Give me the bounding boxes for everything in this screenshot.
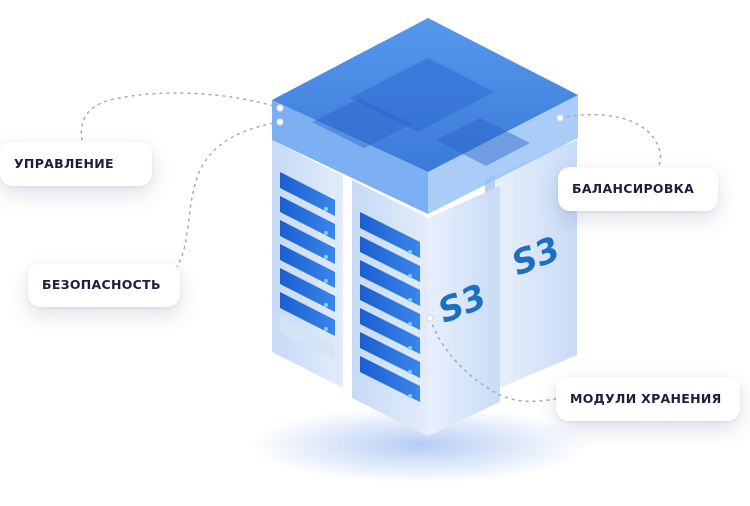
label-balancing: БАЛАНСИРОВКА	[558, 167, 718, 211]
connector-dots	[276, 104, 564, 322]
slot-lights	[324, 207, 412, 398]
label-storage-modules: МОДУЛИ ХРАНЕНИЯ	[556, 377, 740, 421]
right-rack-front	[495, 140, 577, 390]
middle-rack-slots	[360, 212, 420, 402]
ground-shadow	[250, 407, 590, 483]
top-cover-right	[428, 95, 578, 214]
connector-dot-icon	[276, 118, 284, 126]
connectors	[80, 92, 662, 403]
top-tile-2	[312, 98, 412, 148]
connector-dot-icon	[426, 314, 434, 322]
left-rack-slots	[280, 172, 335, 360]
connector-dot-icon	[556, 114, 564, 122]
connector-security	[175, 121, 281, 269]
connector-balancing	[559, 113, 662, 173]
connector-dot-icon	[276, 104, 284, 112]
top-cover-left	[272, 100, 428, 214]
label-management: УПРАВЛЕНИЕ	[0, 142, 152, 186]
top-tile-1	[350, 58, 494, 132]
label-security: БЕЗОПАСНОСТЬ	[28, 263, 180, 307]
connector-management	[80, 92, 281, 149]
top-tile-3	[436, 118, 530, 166]
middle-rack-side	[428, 186, 500, 436]
